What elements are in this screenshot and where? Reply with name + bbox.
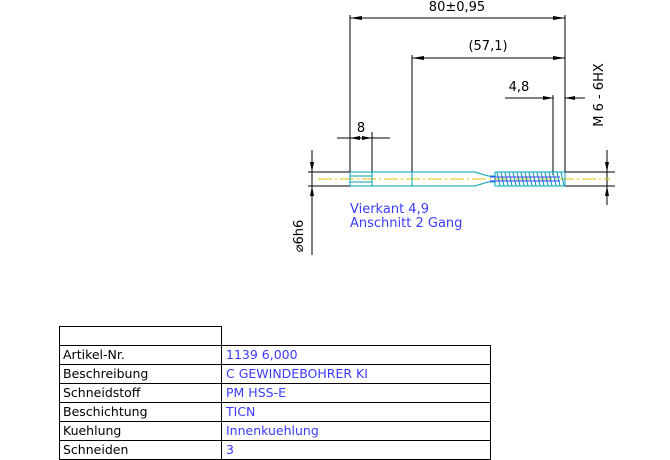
- title-block-header-cell: [59, 326, 222, 346]
- thread-hatch-line: [540, 171, 545, 187]
- thread-hatching: [496, 171, 565, 187]
- thread-hatch-line: [496, 171, 501, 187]
- thread-hatch-line: [560, 171, 565, 187]
- dim-shank-length: [411, 55, 565, 178]
- table-row-description: Beschreibung C GEWINDEBOHRER KI: [63, 366, 368, 381]
- thread-hatch-line: [528, 171, 533, 187]
- thread-hatch-line: [548, 171, 553, 187]
- row-label: Schneidstoff: [63, 385, 141, 400]
- arrow-right: [362, 136, 372, 140]
- dim-chamfer-length: [505, 95, 585, 175]
- thread-hatch-line: [516, 171, 521, 187]
- thread-hatch-line: [520, 171, 525, 187]
- dim-shank-diameter-label: ⌀6h6: [292, 220, 307, 253]
- dim-square-length: [337, 132, 390, 178]
- thread-hatch-line: [500, 171, 505, 187]
- table-row-cutting-edges: Schneiden 3: [63, 442, 234, 457]
- arrow-right: [553, 56, 565, 60]
- thread-hatch-line: [532, 171, 537, 187]
- arrow-left: [350, 16, 362, 20]
- dim-overall-length-label: 80±0,95: [429, 0, 485, 15]
- table-row-article-number: Artikel-Nr. 1139 6,000: [63, 347, 298, 362]
- thread-hatch-line: [544, 171, 549, 187]
- arrow-bottom: [310, 186, 314, 196]
- arrow-right: [565, 96, 575, 100]
- dim-thread: [565, 150, 615, 205]
- table-row-coating: Beschichtung TICN: [63, 404, 255, 419]
- row-label: Schneiden: [63, 442, 128, 457]
- neck-taper-bottom: [474, 181, 489, 187]
- arrow-left: [350, 136, 360, 140]
- arrow-bottom: [605, 186, 609, 196]
- arrow-top: [310, 162, 314, 172]
- row-label: Beschichtung: [63, 404, 148, 419]
- thread-hatch-line: [504, 171, 509, 187]
- thread-hatch-line: [556, 171, 561, 187]
- dim-chamfer-length-label: 4,8: [509, 80, 530, 95]
- thread-hatch-line: [536, 171, 541, 187]
- dim-overall-length: [349, 15, 566, 185]
- dim-thread-label: M 6 - 6HX: [592, 63, 607, 127]
- note-square-size: Vierkant 4,9: [350, 202, 429, 217]
- thread-hatch-line: [512, 171, 517, 187]
- row-value: C GEWINDEBOHRER KI: [226, 366, 368, 381]
- tap-part: [318, 171, 610, 187]
- arrow-top: [605, 162, 609, 172]
- table-row-cooling: Kuehlung Innenkuehlung: [63, 423, 319, 438]
- dim-square-length-label: 8: [357, 121, 365, 136]
- dim-shank-diameter: [308, 150, 350, 255]
- table-row-cutting-material: Schneidstoff PM HSS-E: [63, 385, 286, 400]
- thread-hatch-line: [524, 171, 529, 187]
- arrow-right: [553, 16, 565, 20]
- row-value: 1139 6,000: [226, 347, 298, 362]
- arrow-left: [543, 96, 553, 100]
- row-label: Kuehlung: [63, 423, 121, 438]
- row-value: PM HSS-E: [226, 385, 286, 400]
- row-label: Artikel-Nr.: [63, 347, 125, 362]
- dim-shank-length-label: (57,1): [468, 39, 507, 54]
- arrow-left: [412, 56, 424, 60]
- title-block: [59, 326, 491, 460]
- row-value: TICN: [225, 404, 255, 419]
- row-value: 3: [226, 442, 234, 457]
- neck-taper-top: [474, 171, 489, 177]
- thread-hatch-line: [552, 171, 557, 187]
- thread-hatch-line: [508, 171, 513, 187]
- note-chamfer: Anschnitt 2 Gang: [350, 216, 462, 231]
- row-value: Innenkuehlung: [226, 423, 319, 438]
- row-label: Beschreibung: [63, 366, 148, 381]
